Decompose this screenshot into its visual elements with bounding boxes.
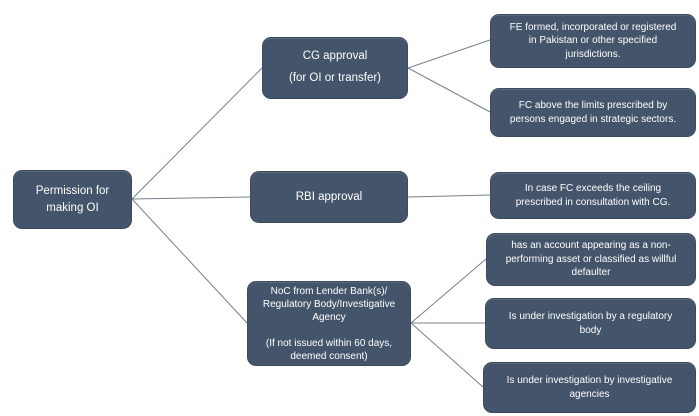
node-cg-approval: CG approval (for OI or transfer) bbox=[262, 37, 408, 99]
connector-rbi-incase bbox=[407, 194, 491, 198]
connector-cg-fc bbox=[407, 67, 491, 113]
node-permission-for-making-oi: Permission for making OI bbox=[13, 170, 132, 229]
node-fc-exceeds-ceiling: In case FC exceeds the ceiling prescribe… bbox=[490, 172, 696, 219]
node-fc-above-limits: FC above the limits prescribed by person… bbox=[490, 88, 696, 137]
connector-root-noc bbox=[131, 198, 248, 324]
node-investigation-regulatory-body: Is under investigation by a regulatory b… bbox=[485, 298, 696, 349]
node-fe-formed-incorporated: FE formed, incorporated or registered in… bbox=[490, 14, 696, 68]
node-investigation-investigative-agencies: Is under investigation by investigative … bbox=[483, 362, 696, 413]
connector-root-rbi bbox=[131, 196, 251, 200]
node-non-performing-asset: has an account appearing as a non- perfo… bbox=[486, 233, 696, 286]
connector-noc-account bbox=[410, 258, 487, 324]
node-noc-from-lender-bank: NoC from Lender Bank(s)/ Regulatory Body… bbox=[247, 281, 411, 366]
connector-root-cg bbox=[131, 67, 263, 200]
connector-cg-fe bbox=[407, 39, 491, 69]
node-rbi-approval: RBI approval bbox=[250, 171, 408, 223]
connector-noc-invagency bbox=[410, 322, 484, 388]
